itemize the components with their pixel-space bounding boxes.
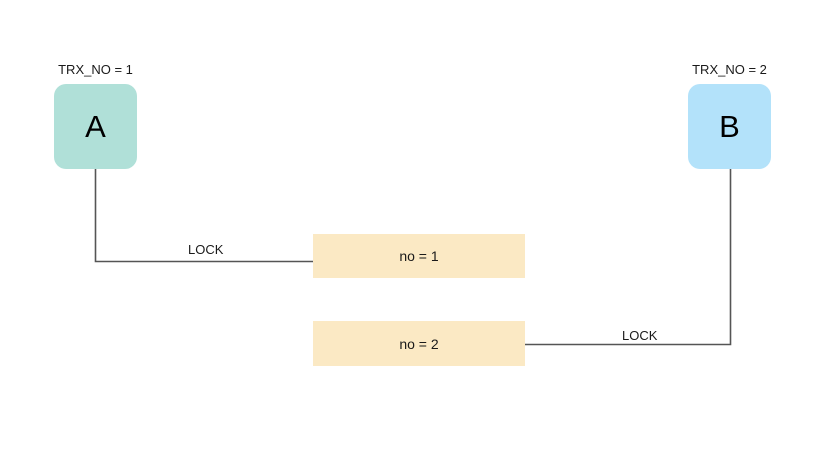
edge-label-lock-b: LOCK <box>618 329 662 342</box>
transaction-node-b[interactable]: B <box>688 84 771 169</box>
resource-row1-label: no = 1 <box>399 248 439 264</box>
edge-label-lock-a: LOCK <box>184 243 228 256</box>
resource-node-row1[interactable]: no = 1 <box>313 234 525 278</box>
transaction-a-caption: TRX_NO = 1 <box>58 62 133 77</box>
edge-b-to-row2 <box>524 168 732 346</box>
resource-node-row2[interactable]: no = 2 <box>313 321 525 366</box>
transaction-b-label: B <box>719 109 740 144</box>
transaction-a-label: A <box>85 109 106 144</box>
transaction-b-caption: TRX_NO = 2 <box>692 62 767 77</box>
resource-row2-label: no = 2 <box>399 335 439 352</box>
edge-path-b-row2 <box>524 168 732 346</box>
edge-path-a-row1 <box>94 168 314 263</box>
edge-a-to-row1 <box>94 168 314 263</box>
transaction-node-a[interactable]: A <box>54 84 137 169</box>
